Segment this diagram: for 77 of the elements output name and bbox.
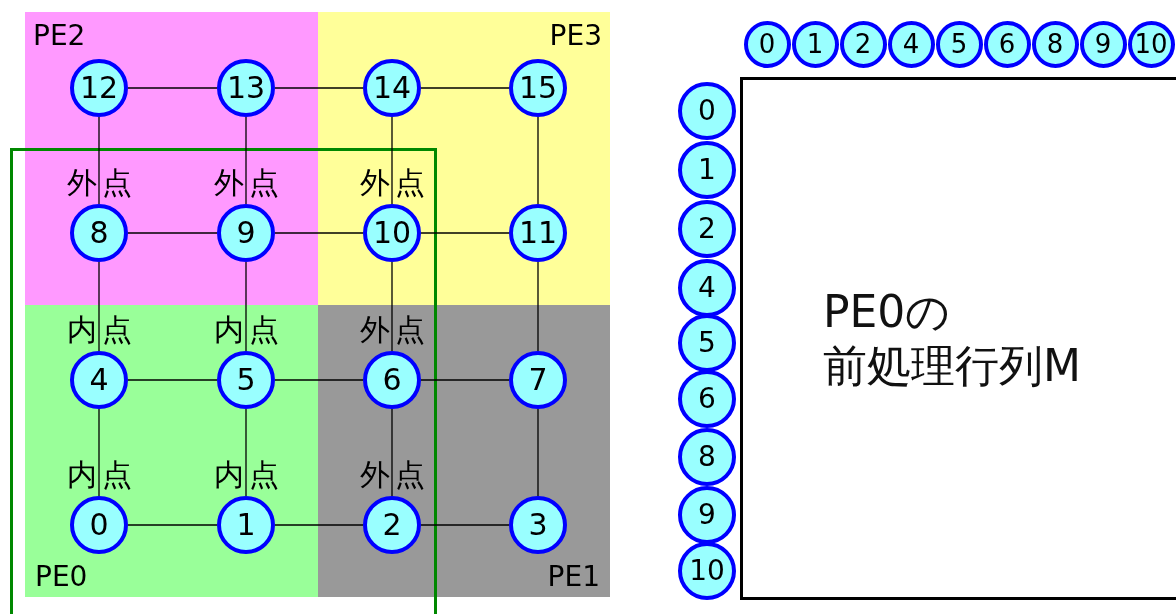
grid-line <box>391 116 393 205</box>
node-circle: 8 <box>678 428 736 486</box>
node-circle: 13 <box>217 59 275 117</box>
node-circle: 15 <box>509 59 567 117</box>
grid-line <box>245 261 247 352</box>
grid-line <box>127 232 218 234</box>
point-type-label: 外点 <box>358 315 430 345</box>
matrix-label: PE0の 前処理行列M <box>823 285 1081 393</box>
node-circle: 0 <box>678 82 736 140</box>
node-circle: 4 <box>70 351 128 409</box>
grid-line <box>420 232 510 234</box>
node-circle: 3 <box>509 496 567 554</box>
region-band <box>318 305 610 597</box>
grid-line <box>98 116 100 205</box>
grid-line <box>127 87 218 89</box>
point-type-label: 外点 <box>358 460 430 490</box>
grid-line <box>420 524 510 526</box>
point-type-label: 内点 <box>65 315 137 345</box>
grid-line <box>420 379 510 381</box>
node-circle: 10 <box>363 204 421 262</box>
node-circle: 0 <box>70 496 128 554</box>
point-type-label: 外点 <box>358 168 430 198</box>
node-circle: 8 <box>70 204 128 262</box>
node-circle: 10 <box>1127 20 1175 68</box>
point-type-label: 外点 <box>212 168 284 198</box>
region-band <box>25 12 318 305</box>
grid-line <box>274 87 364 89</box>
node-circle: 5 <box>678 314 736 372</box>
grid-line <box>537 261 539 352</box>
node-circle: 2 <box>363 496 421 554</box>
grid-line <box>537 116 539 205</box>
matrix-box <box>740 77 1176 600</box>
region-band <box>318 12 610 305</box>
grid-line <box>98 408 100 497</box>
node-circle: 10 <box>678 542 736 600</box>
region-label: PE3 <box>549 22 602 50</box>
grid-line <box>274 232 364 234</box>
node-circle: 0 <box>743 20 791 68</box>
grid-line <box>98 261 100 352</box>
node-circle: 2 <box>678 200 736 258</box>
node-circle: 11 <box>509 204 567 262</box>
grid-line <box>537 408 539 497</box>
point-type-label: 外点 <box>65 168 137 198</box>
grid-line <box>127 379 218 381</box>
node-circle: 1 <box>791 20 839 68</box>
point-type-label: 内点 <box>65 460 137 490</box>
node-circle: 7 <box>509 351 567 409</box>
node-circle: 12 <box>70 59 128 117</box>
node-circle: 2 <box>839 20 887 68</box>
grid-line <box>420 87 510 89</box>
node-circle: 6 <box>983 20 1031 68</box>
region-label: PE0 <box>35 563 88 591</box>
node-circle: 4 <box>678 259 736 317</box>
node-circle: 4 <box>887 20 935 68</box>
node-circle: 6 <box>363 351 421 409</box>
grid-line <box>391 408 393 497</box>
node-circle: 8 <box>1031 20 1079 68</box>
grid-line <box>245 116 247 205</box>
region-band <box>25 305 318 597</box>
node-circle: 9 <box>678 486 736 544</box>
node-circle: 1 <box>217 496 275 554</box>
node-circle: 9 <box>1079 20 1127 68</box>
grid-line <box>274 524 364 526</box>
grid-line <box>127 524 218 526</box>
region-label: PE1 <box>547 563 600 591</box>
grid-line <box>274 379 364 381</box>
node-circle: 14 <box>363 59 421 117</box>
region-label: PE2 <box>33 22 86 50</box>
node-circle: 9 <box>217 204 275 262</box>
point-type-label: 内点 <box>212 315 284 345</box>
node-circle: 1 <box>678 141 736 199</box>
grid-line <box>391 261 393 352</box>
grid-line <box>245 408 247 497</box>
node-circle: 6 <box>678 370 736 428</box>
node-circle: 5 <box>935 20 983 68</box>
node-circle: 5 <box>217 351 275 409</box>
point-type-label: 内点 <box>212 460 284 490</box>
